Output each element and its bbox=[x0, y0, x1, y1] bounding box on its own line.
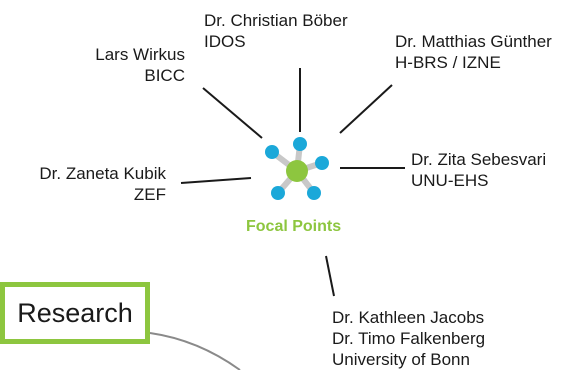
node-org: IDOS bbox=[204, 32, 246, 51]
node-christian-bober: Dr. Christian Böber IDOS bbox=[204, 10, 348, 52]
node-org: BICC bbox=[144, 66, 185, 85]
node-zita-sebesvari: Dr. Zita Sebesvari UNU-EHS bbox=[411, 149, 546, 191]
research-box: Research bbox=[0, 282, 150, 344]
node-org: ZEF bbox=[133, 185, 166, 204]
research-label: Research bbox=[17, 297, 133, 328]
node-org: H-BRS / IZNE bbox=[395, 53, 501, 72]
node-university-of-bonn: Dr. Kathleen Jacobs Dr. Timo Falkenberg … bbox=[332, 307, 485, 370]
node-name-1: Dr. Kathleen Jacobs bbox=[332, 308, 485, 327]
node-org: University of Bonn bbox=[332, 350, 470, 369]
connector-bonn bbox=[325, 255, 335, 297]
connector-zaneta bbox=[180, 177, 252, 184]
node-name: Lars Wirkus bbox=[95, 45, 185, 64]
node-lars-wirkus: Lars Wirkus BICC bbox=[95, 44, 185, 86]
connector-matthias bbox=[339, 84, 393, 134]
node-name: Dr. Zaneta Kubik bbox=[39, 164, 166, 183]
connector-lars bbox=[202, 87, 263, 139]
node-org: UNU-EHS bbox=[411, 171, 489, 190]
node-matthias-gunther: Dr. Matthias Günther H-BRS / IZNE bbox=[395, 31, 552, 73]
node-name: Dr. Matthias Günther bbox=[395, 32, 552, 51]
node-name: Dr. Zita Sebesvari bbox=[411, 150, 547, 169]
focal-points-caption: Focal Points bbox=[246, 218, 342, 235]
node-name-2: Dr. Timo Falkenberg bbox=[332, 329, 486, 348]
research-connector-curve bbox=[149, 332, 241, 370]
network-hub-icon bbox=[265, 137, 329, 200]
node-zaneta-kubik: Dr. Zaneta Kubik ZEF bbox=[39, 163, 166, 205]
node-name: Dr. Christian Böber bbox=[204, 11, 348, 30]
